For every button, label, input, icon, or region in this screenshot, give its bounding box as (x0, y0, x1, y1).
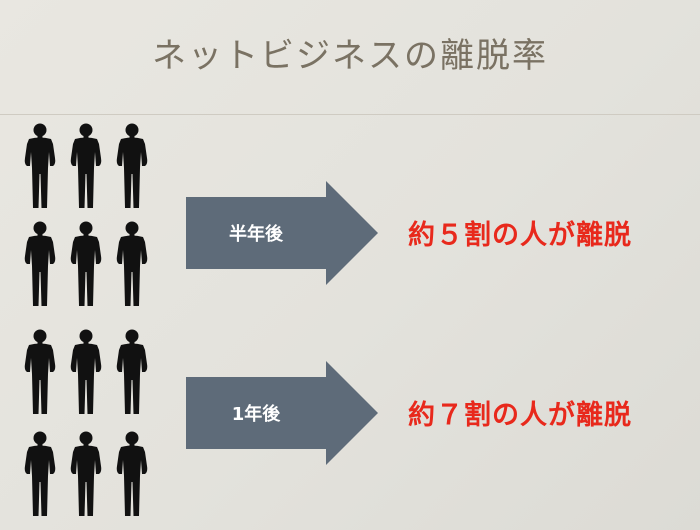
person-silhouette-icon (22, 220, 58, 308)
slide-title: ネットビジネスの離脱率 (152, 36, 548, 76)
person-silhouette-icon (22, 122, 58, 210)
person-silhouette-icon (22, 430, 58, 518)
arrow-one-year: 1年後 (186, 361, 378, 465)
right-arrow-icon (186, 181, 378, 285)
person-silhouette-icon (114, 430, 150, 518)
arrow-label-half-year: 半年後 (229, 224, 283, 245)
person-silhouette-icon (22, 328, 58, 416)
person-silhouette-icon (68, 430, 104, 518)
person-silhouette-icon (68, 122, 104, 210)
right-arrow-icon (186, 361, 378, 465)
person-silhouette-icon (114, 122, 150, 210)
people-grid (22, 122, 162, 522)
result-text-half-year: 約５割の人が離脱 (408, 220, 632, 251)
person-silhouette-icon (68, 220, 104, 308)
person-silhouette-icon (114, 220, 150, 308)
person-silhouette-icon (68, 328, 104, 416)
arrow-label-one-year: 1年後 (231, 404, 281, 425)
arrow-half-year: 半年後 (186, 181, 378, 285)
result-text-one-year: 約７割の人が離脱 (408, 400, 632, 431)
title-divider (0, 114, 700, 115)
person-silhouette-icon (114, 328, 150, 416)
